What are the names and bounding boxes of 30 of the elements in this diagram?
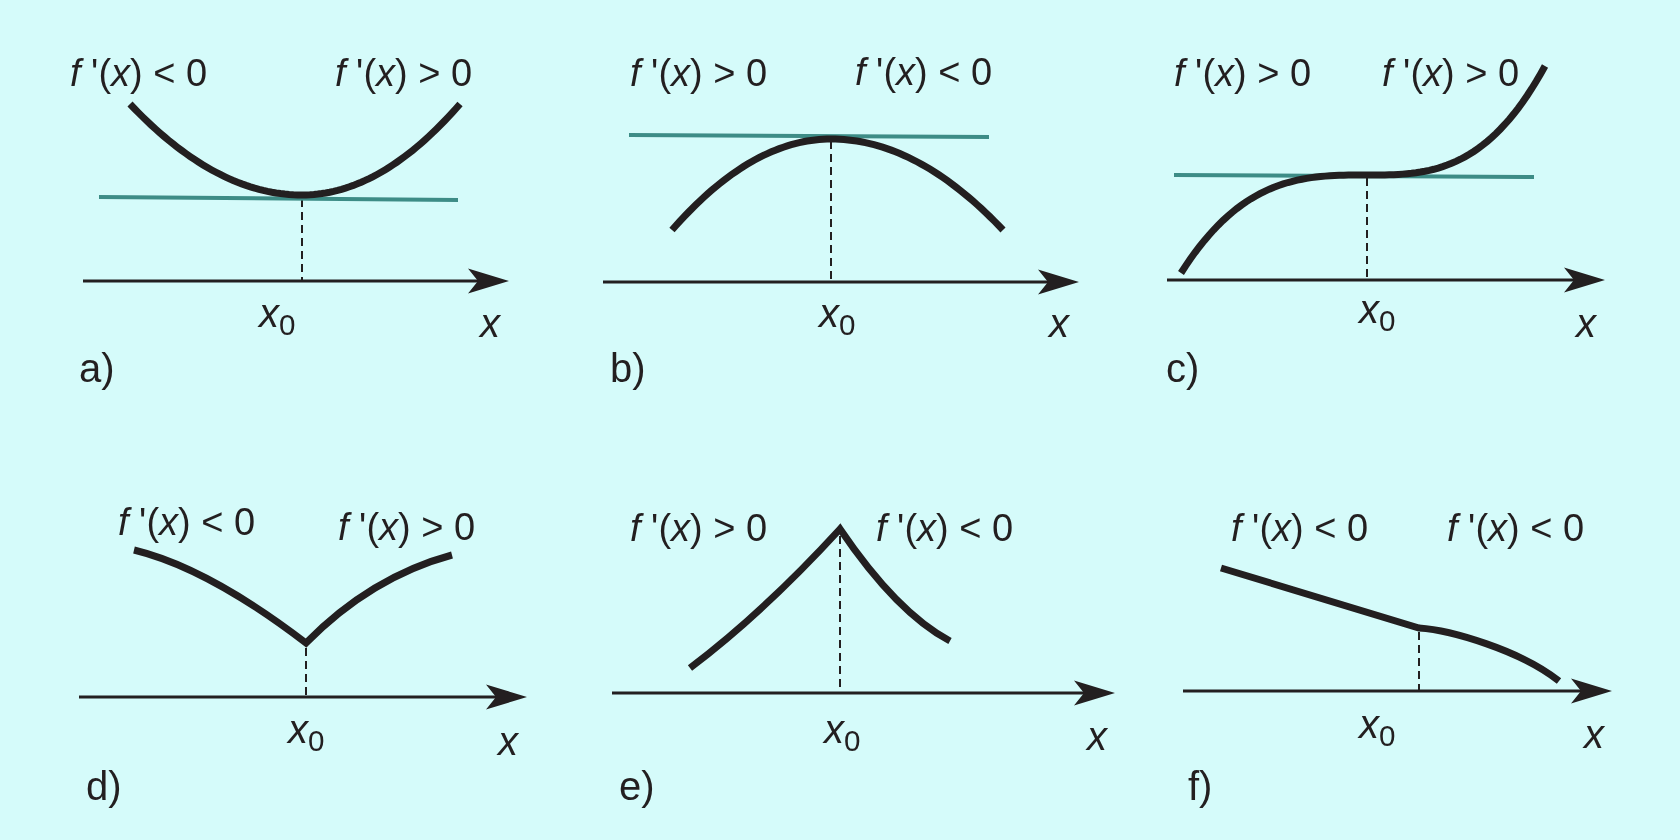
condition-label: f '(x) > 0 [629,507,769,550]
axis-label: x [496,718,520,766]
condition-label: f '(x) > 0 [629,52,769,95]
point-label: x$_{0}$ [822,706,862,755]
panel-label: d) [85,763,123,811]
condition-label: f '(x) < 0 [875,507,1015,550]
condition-label: f '(x) < 0 [1230,507,1370,550]
condition-label: f '(x) < 0 [117,501,257,544]
axis-label: x [478,300,502,348]
condition-label: f '(x) < 0 [854,51,994,94]
panel-label: a) [78,345,116,393]
condition-label: f '(x) > 0 [1381,52,1521,95]
panel-label: e) [618,763,656,811]
axis-label: x [1574,300,1598,348]
point-label: x$_{0}$ [286,706,326,755]
axis-label: x [1047,300,1071,348]
axis-label: x [1085,713,1109,761]
point-label: x$_{0}$ [1357,701,1397,750]
condition-label: f '(x) < 0 [69,52,209,95]
panel-label: b) [609,345,647,393]
panel-label: f) [1187,763,1214,811]
condition-label: f '(x) > 0 [334,52,474,95]
condition-label: f '(x) > 0 [1173,52,1313,95]
point-label: x$_{0}$ [257,290,297,339]
condition-label: f '(x) > 0 [337,506,477,549]
panel-label: c) [1165,345,1201,393]
axis-label: x [1582,711,1606,759]
point-label: x$_{0}$ [817,290,857,339]
point-label: x$_{0}$ [1357,286,1397,335]
condition-label: f '(x) < 0 [1446,507,1586,550]
